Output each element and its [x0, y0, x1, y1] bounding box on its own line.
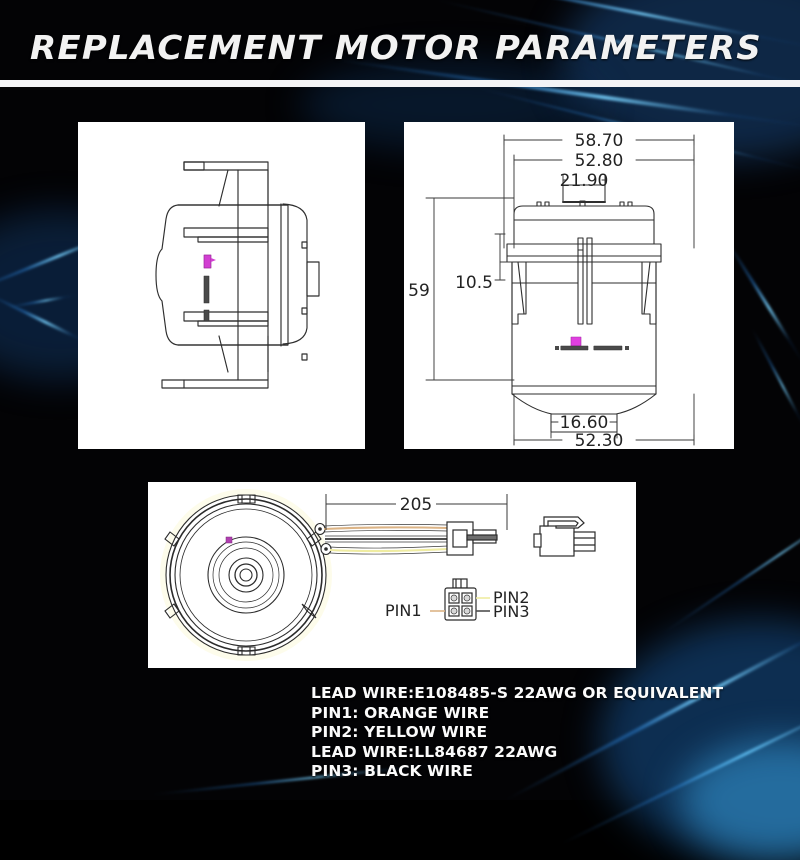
dim-label-10-5: 10.5 — [455, 273, 493, 293]
pin-label-pin3: PIN3 — [493, 602, 530, 621]
pin-housing-detail — [430, 578, 490, 621]
title-band: REPLACEMENT MOTOR PARAMETERS — [0, 0, 800, 80]
wire-bundle — [323, 526, 449, 553]
spec-line-2: PIN1: ORANGE WIRE — [311, 703, 490, 722]
pin-label-pin1: PIN1 — [385, 601, 422, 620]
light-streak-right-1 — [723, 237, 800, 366]
spec-line-1: LEAD WIRE:E108485-S 22AWG OR EQUIVALENT — [311, 684, 724, 702]
motor-side-view-drawing — [78, 122, 365, 449]
page-title: REPLACEMENT MOTOR PARAMETERS — [30, 28, 762, 67]
panel-motor-side-view — [78, 122, 365, 449]
panel-motor-front-view: 58.70 52.80 21.90 16.60 52.30 59 10.5 — [404, 122, 734, 449]
fan-harness-drawing: 205 — [160, 489, 596, 661]
dim-label-205: 205 — [400, 495, 432, 515]
dim-label-59: 59 — [408, 281, 430, 301]
panel-fan-harness-view: 205 — [148, 482, 636, 668]
pin-label-pin2: PIN2 — [493, 588, 530, 607]
specification-text-block: LEAD WIRE:E108485-S 22AWG OR EQUIVALENT … — [311, 684, 781, 782]
dim-label-16-60: 16.60 — [560, 413, 609, 433]
wire-pin1-orange — [323, 526, 449, 531]
dim-label-21-90: 21.90 — [560, 171, 609, 191]
dim-label-52-30: 52.30 — [575, 431, 624, 449]
dim-label-58-70: 58.70 — [575, 131, 624, 151]
dim-label-52-80: 52.80 — [575, 151, 624, 171]
wire-pin2-yellow — [329, 547, 449, 553]
light-streak-bottom-3 — [661, 487, 800, 635]
loose-connector-drawing — [533, 516, 596, 557]
motor-front-view-drawing: 58.70 52.80 21.90 16.60 52.30 59 10.5 — [408, 131, 695, 449]
spec-line-5: PIN3: BLACK WIRE — [311, 762, 473, 780]
title-divider — [0, 80, 800, 87]
hub-label-mark — [225, 536, 233, 544]
spec-line-4: LEAD WIRE:LL84687 22AWG — [311, 742, 558, 761]
inline-connector-drawing — [446, 521, 498, 556]
light-streak-left-arc-3 — [8, 293, 78, 309]
dim-205-lines — [325, 494, 508, 530]
spec-line-3: PIN2: YELLOW WIRE — [311, 723, 488, 741]
light-streak-right-2 — [750, 327, 800, 435]
